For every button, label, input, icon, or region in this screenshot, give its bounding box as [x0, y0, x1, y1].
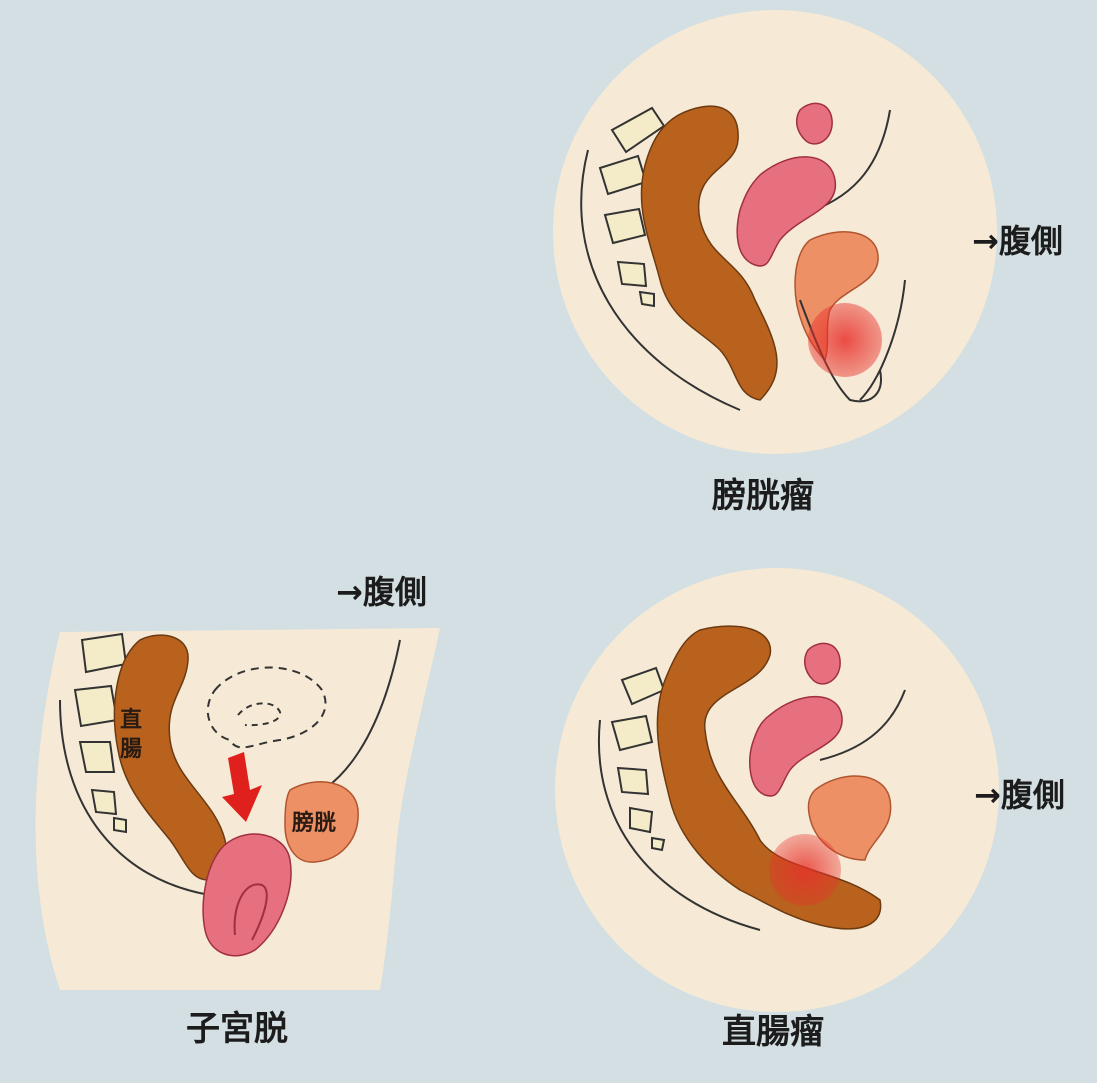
uterine-prolapse-diagram	[36, 628, 440, 990]
organ-label-bladder: 膀胱	[292, 810, 336, 836]
organ-label-rectum-1: 直	[120, 707, 142, 733]
cystocele-highlight	[808, 303, 882, 377]
caption-uterine-prolapse: 子宮脱	[186, 1009, 288, 1049]
rectocele-diagram	[555, 568, 999, 1012]
ventral-label-mid: →腹側	[336, 573, 427, 611]
caption-cystocele: 膀胱瘤	[712, 476, 814, 516]
rectocele-highlight	[769, 834, 841, 906]
ventral-label-bottom: →腹側	[974, 776, 1065, 814]
cystocele-diagram	[553, 10, 997, 454]
organ-label-rectum-2: 腸	[120, 737, 142, 762]
caption-rectocele: 直腸瘤	[722, 1012, 824, 1052]
ventral-label-top: →腹側	[972, 222, 1063, 260]
